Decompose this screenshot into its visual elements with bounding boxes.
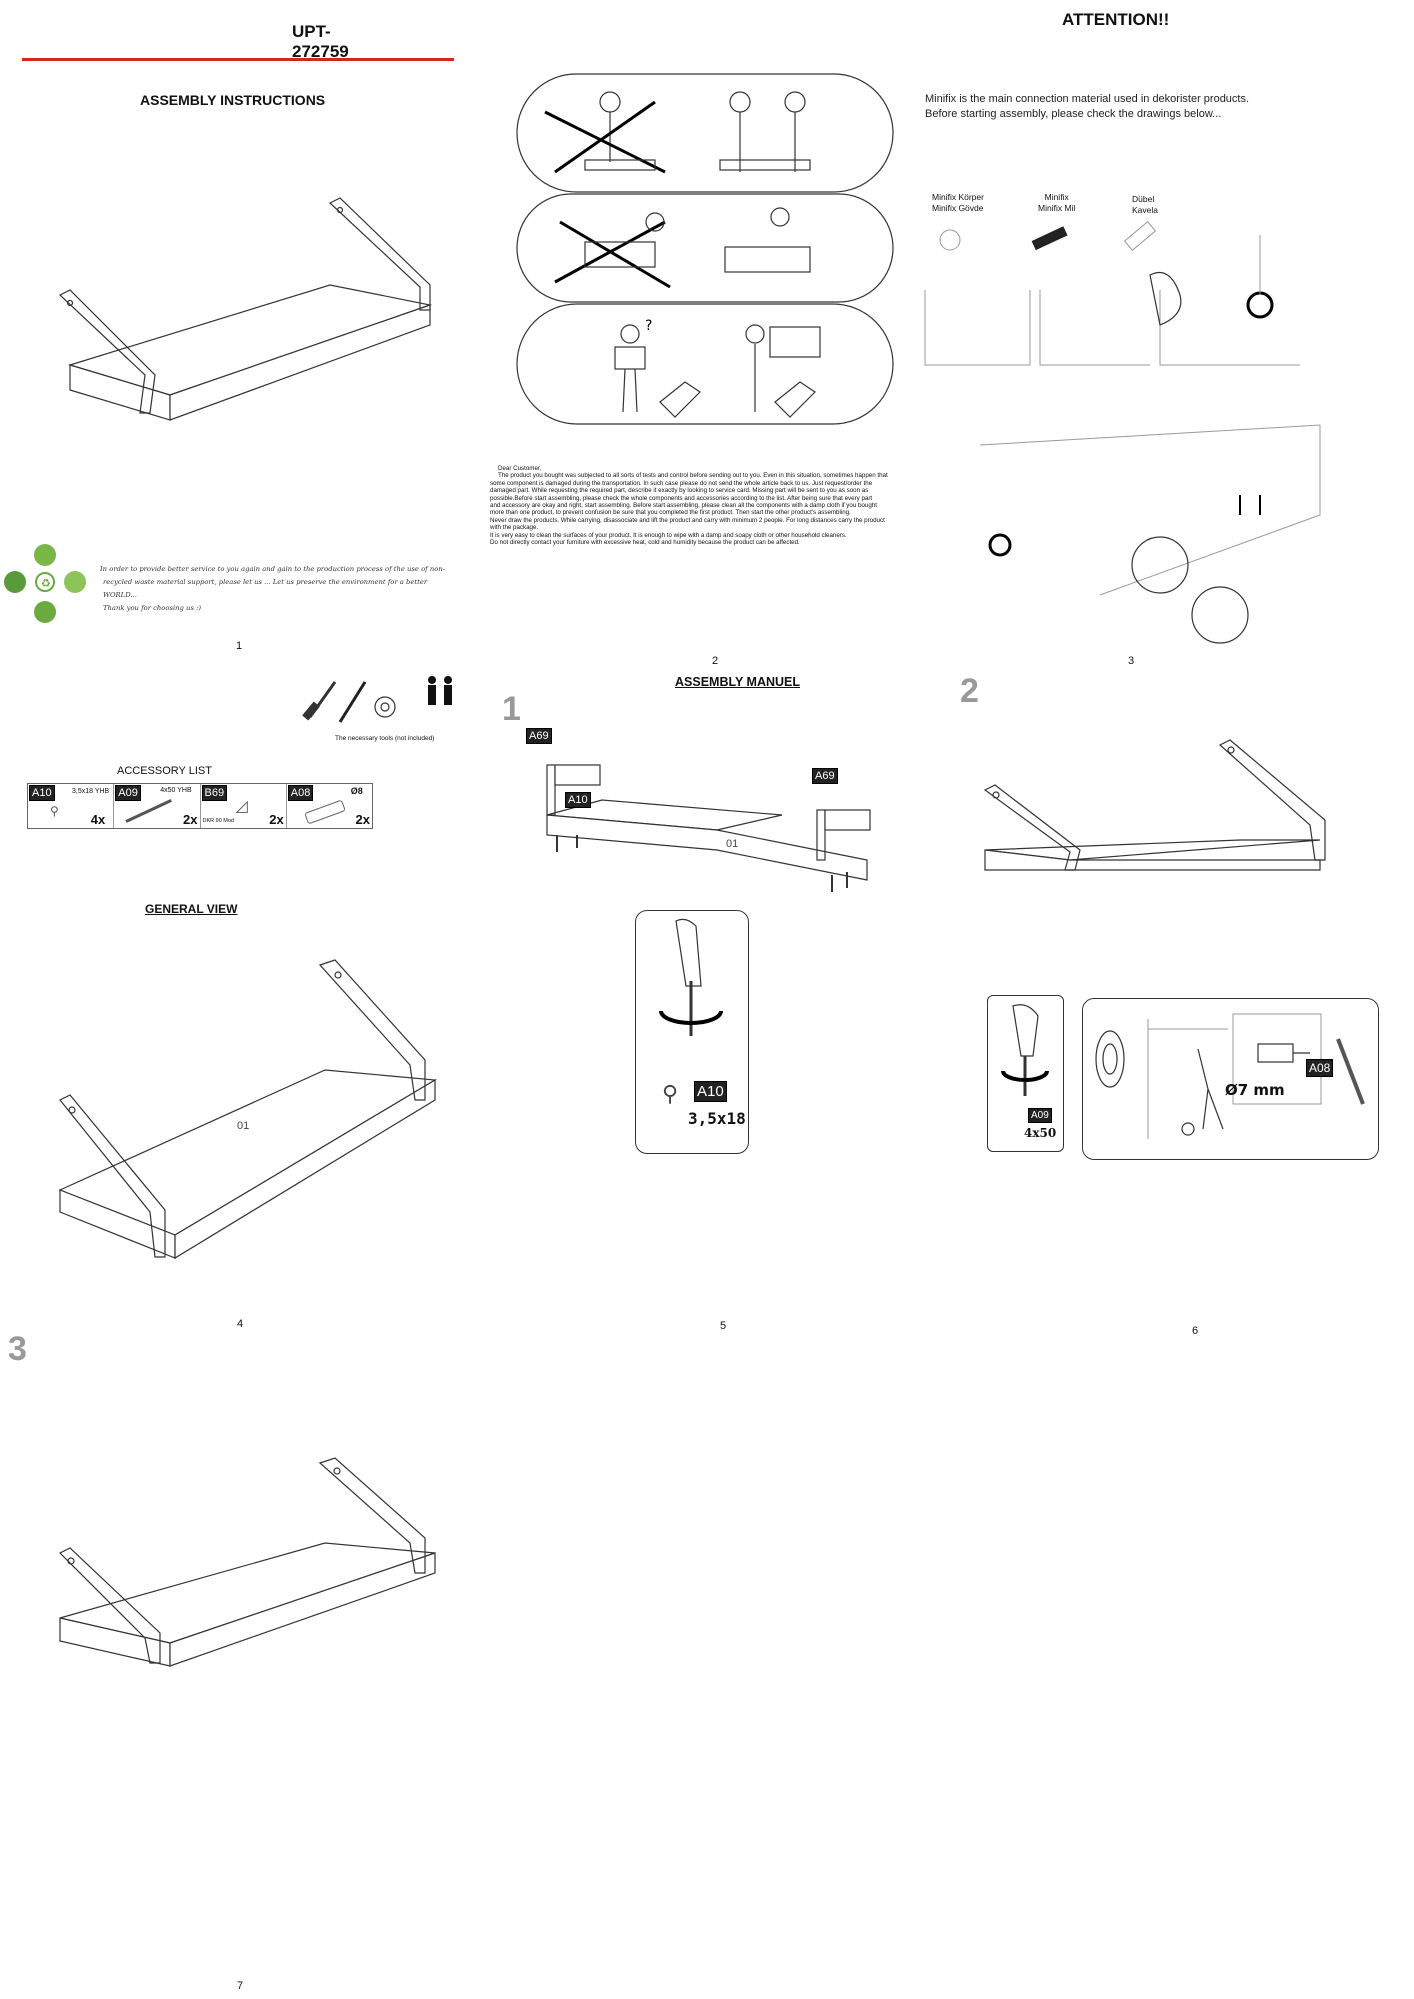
- shelf-illustration: [58, 197, 433, 421]
- accessory-a08: A08 Ø8 2x: [287, 784, 372, 828]
- drill-panel: Ø7 mm A08: [1082, 998, 1379, 1160]
- long-screw-icon: [125, 799, 173, 823]
- screw-code: A10: [694, 1081, 727, 1102]
- accessory-b69: B69 ◿ DKR 90 Mod 2x: [201, 784, 287, 828]
- wall-drilling-illustration: [1095, 1013, 1365, 1139]
- accessory-size: DKR 90 Mod: [202, 818, 235, 824]
- screw-size: 4x50: [1024, 1126, 1057, 1140]
- minifix-intro: Minifix is the main connection material …: [925, 93, 1250, 120]
- product-code: UPT-272759: [292, 22, 349, 61]
- assembly-title: ASSEMBLY MANUEL: [675, 675, 801, 689]
- general-view-illustration: [58, 959, 437, 1260]
- accessory-code: A10: [29, 785, 55, 801]
- screw-size: 3,5x18: [688, 1109, 746, 1128]
- screw-code: A09: [1028, 1108, 1052, 1123]
- attention-title: ATTENTION!!: [1062, 10, 1170, 29]
- drill-size: Ø7 mm: [1225, 1081, 1285, 1099]
- drill-hand-icon: [1001, 1004, 1049, 1096]
- accessory-title: ACCESSORY LIST: [117, 765, 212, 777]
- page-2: ? Dear Customer, The product you bought …: [490, 0, 920, 670]
- part-label: 01: [726, 838, 739, 850]
- part-label-body: Minifix Körper Minifix Gövde: [932, 192, 984, 213]
- page-1: UPT-272759 ASSEMBLY INSTRUCTIONS ♻ In or…: [0, 0, 454, 660]
- part-label-dowel: Dübel Kavela: [1132, 194, 1158, 215]
- svg-text:♻: ♻: [41, 577, 51, 590]
- page-number: 3: [1128, 655, 1135, 667]
- page-number: 2: [712, 655, 719, 667]
- step1-illustration: [546, 764, 871, 892]
- page-number: 4: [237, 1318, 244, 1330]
- wall-shelf-illustration: [983, 739, 1326, 871]
- accessory-size: 3,5x18 YHB: [72, 788, 110, 795]
- accessory-qty: 4x: [90, 812, 106, 827]
- page-5: ASSEMBLY MANUEL 1 A69 A69 A10 01 A10 ⚲ 3…: [490, 660, 920, 1340]
- step-number: 3: [8, 1330, 27, 1368]
- page-number: 1: [236, 640, 243, 652]
- page-3: ATTENTION!! Minifix is the main connecti…: [920, 0, 1340, 670]
- tools-caption: The necessary tools (not included): [335, 735, 435, 742]
- minifix-parts-illustration: [924, 221, 1321, 644]
- final-shelf-illustration: [58, 1457, 436, 1667]
- page-number: 5: [720, 1320, 727, 1332]
- part-label: 01: [237, 1120, 250, 1132]
- accessory-size: Ø8: [350, 786, 363, 796]
- page-7: 3 7: [0, 1330, 480, 1999]
- label-a10: A10: [565, 792, 591, 808]
- part-label-shaft: Minifix Minifix Mil: [1038, 192, 1076, 213]
- screw-panel: A09 4x50: [987, 995, 1064, 1152]
- page-title: ASSEMBLY INSTRUCTIONS: [140, 92, 326, 108]
- svg-text:?: ?: [645, 318, 652, 334]
- warning-panels: ?: [516, 73, 894, 425]
- accessory-code: A09: [115, 785, 141, 801]
- accessory-qty: 2x: [183, 812, 198, 827]
- accessory-size: 4x50 YHB: [160, 787, 192, 794]
- label-a69-right: A69: [812, 768, 838, 784]
- dear-customer-text: Dear Customer, The product you bought wa…: [490, 465, 888, 547]
- screw-icon: ⚲: [662, 1081, 679, 1106]
- accessory-a09: A09 4x50 YHB 2x: [114, 784, 201, 828]
- tools-illustration: [302, 676, 452, 723]
- anchor-icon: [303, 799, 346, 825]
- step-number: 2: [960, 672, 979, 710]
- page-number: 6: [1192, 1325, 1199, 1337]
- accessory-table: A10 3,5x18 YHB ⚲ 4x A09 4x50 YHB 2x B69 …: [27, 783, 373, 829]
- screwdriver-panel: A10 ⚲ 3,5x18: [635, 910, 749, 1154]
- screwdriver-icon: [659, 918, 723, 1036]
- screw-icon: ⚲: [50, 804, 59, 818]
- general-view-title: GENERAL VIEW: [145, 902, 238, 916]
- anchor-code: A08: [1306, 1059, 1334, 1077]
- accessory-code: B69: [201, 785, 228, 801]
- page-4: The necessary tools (not included) ACCES…: [0, 660, 480, 1340]
- label-a69-left: A69: [526, 728, 552, 744]
- page-6: 2 A09 4x50 Ø7 mm A08: [920, 660, 1379, 1350]
- header-rule: [22, 58, 454, 61]
- recycle-icon-cluster: ♻: [4, 544, 86, 623]
- bracket-icon: ◿: [235, 798, 248, 815]
- page-number: 7: [237, 1980, 244, 1992]
- step-number: 1: [502, 690, 521, 728]
- accessory-code: A08: [287, 785, 314, 801]
- accessory-a10: A10 3,5x18 YHB ⚲ 4x: [28, 784, 115, 828]
- accessory-qty: 2x: [269, 812, 284, 827]
- eco-text: In order to provide better service to yo…: [100, 565, 445, 612]
- accessory-qty: 2x: [355, 812, 370, 827]
